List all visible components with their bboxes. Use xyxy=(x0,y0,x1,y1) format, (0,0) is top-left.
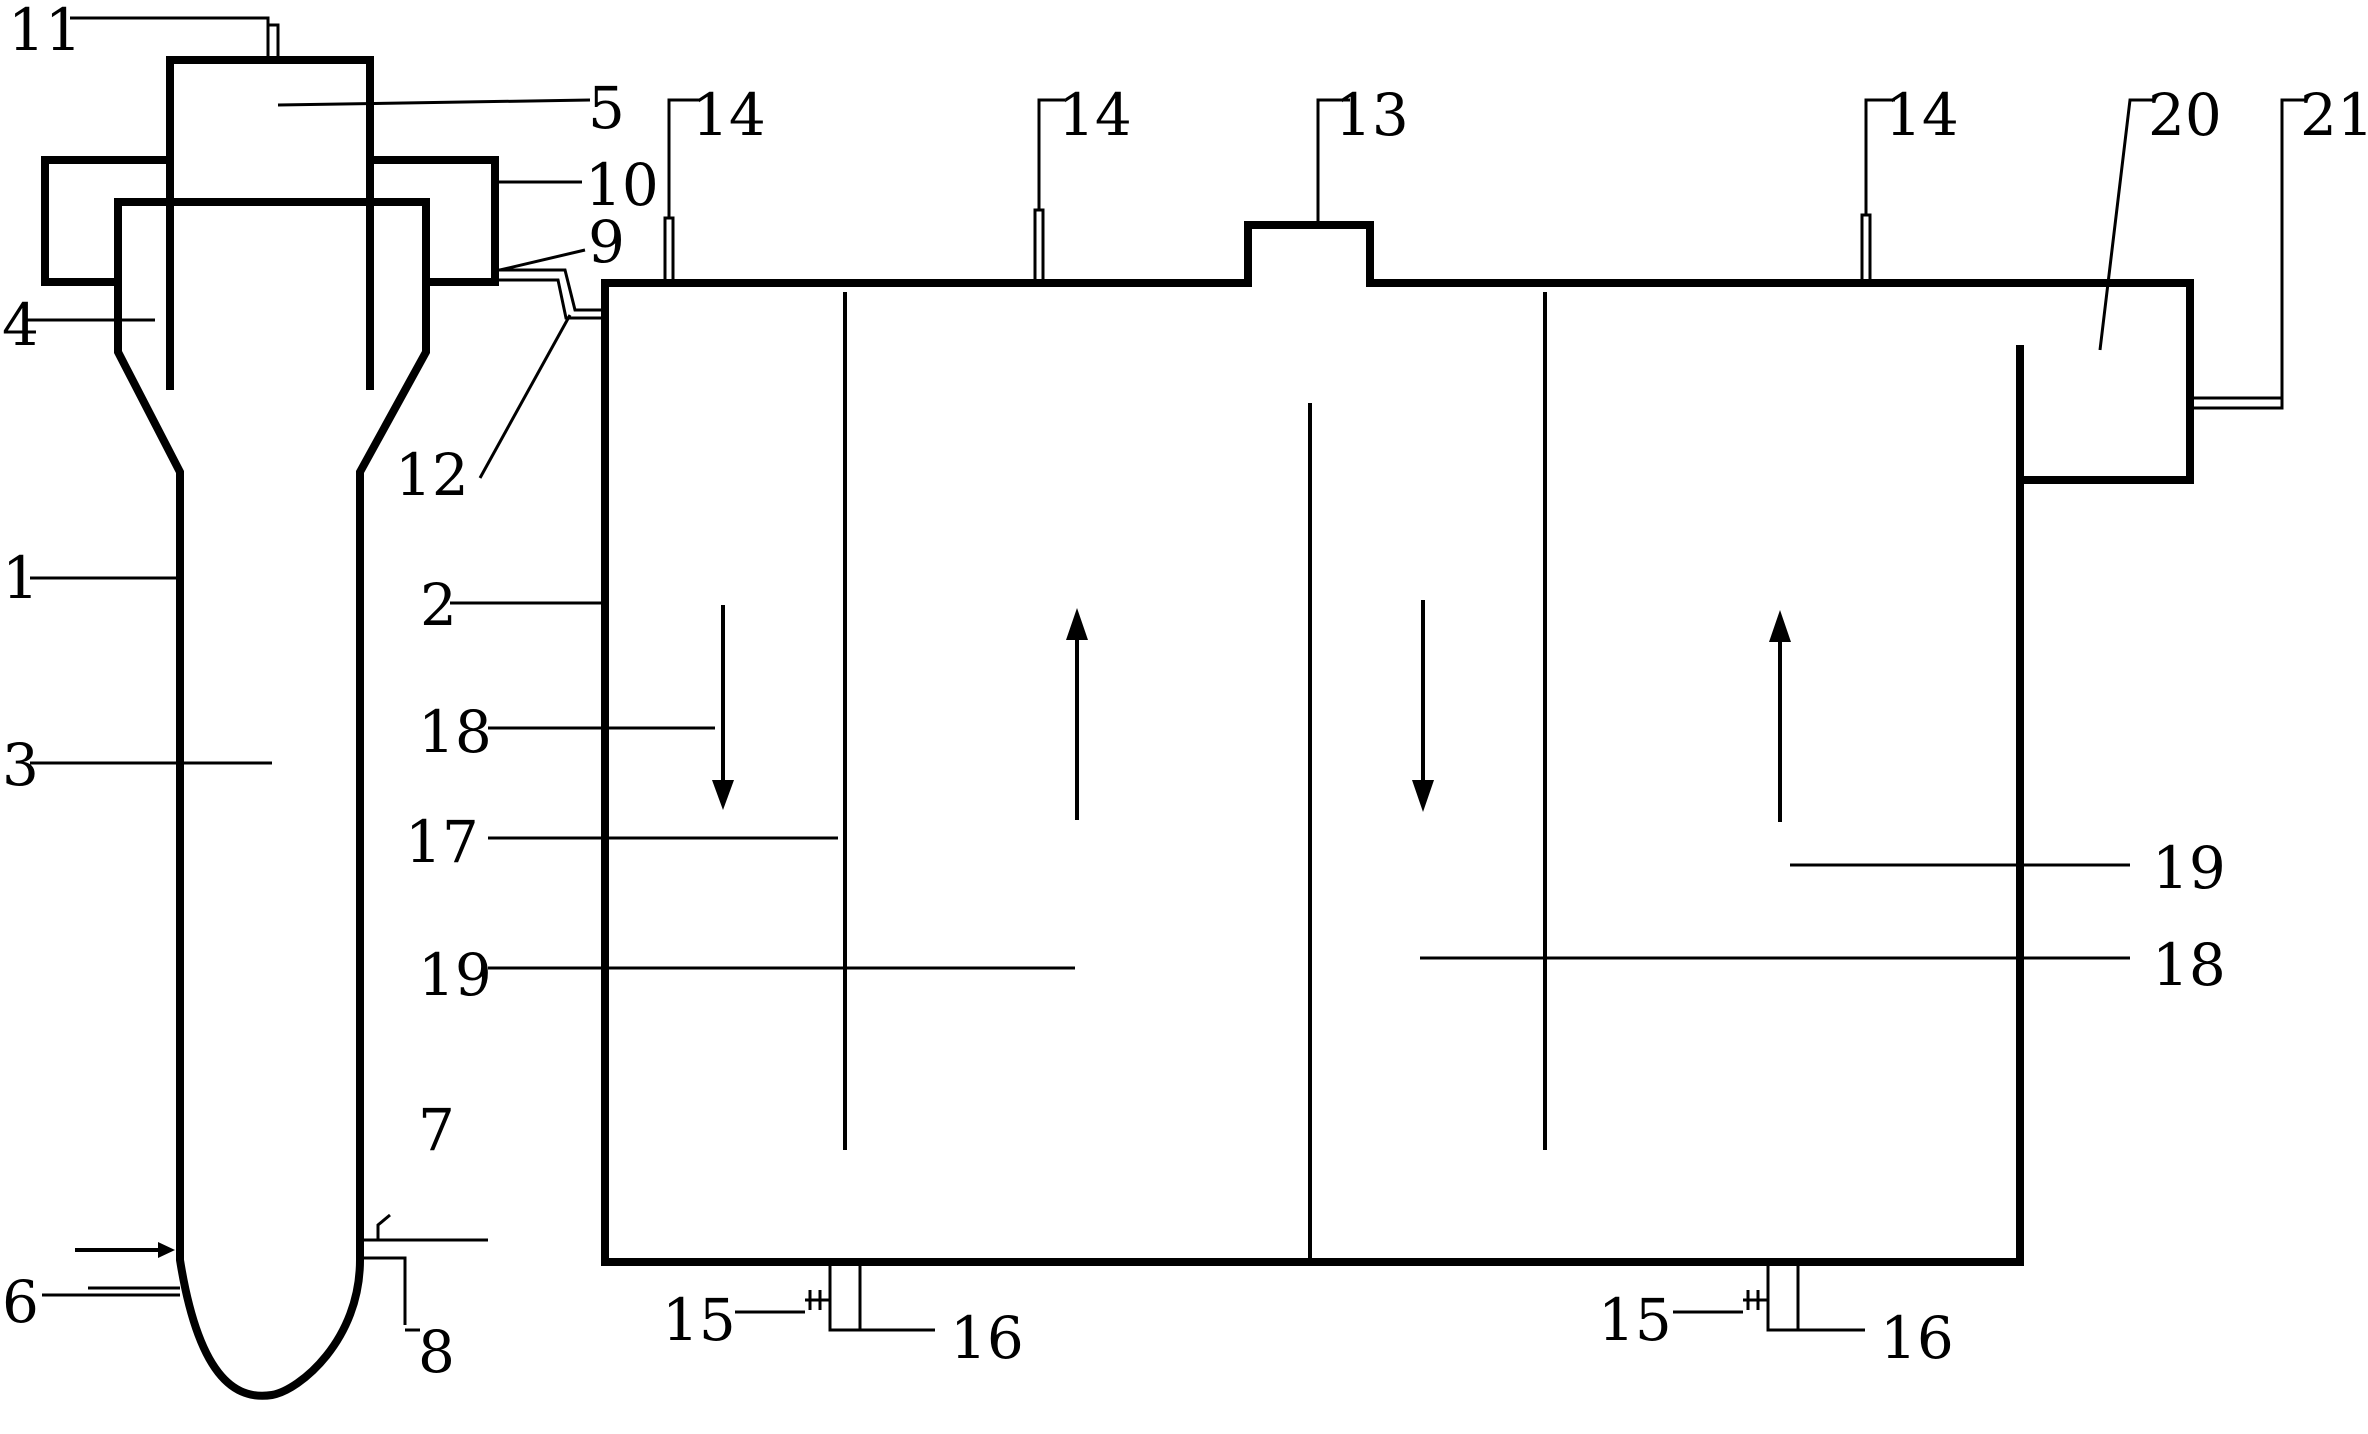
label-18-right: 18 xyxy=(2152,931,2226,999)
label-10: 10 xyxy=(585,151,659,219)
inlet-arrow-head xyxy=(158,1242,175,1258)
vent-14-middle xyxy=(1033,208,1045,285)
port-7 xyxy=(362,1213,395,1242)
label-15-right: 15 xyxy=(1598,1286,1672,1354)
tank-outline xyxy=(601,221,2194,1266)
label-9: 9 xyxy=(588,208,625,276)
label-18-left: 18 xyxy=(418,698,492,766)
label-19-left: 19 xyxy=(418,941,492,1009)
drain-16-left xyxy=(828,1260,862,1332)
top-chamber-5 xyxy=(166,56,374,206)
label-14-left: 14 xyxy=(692,81,766,149)
label-11: 11 xyxy=(8,0,82,64)
label-15-left: 15 xyxy=(662,1286,736,1354)
port-8 xyxy=(362,1256,407,1325)
outlet-pipe-21 xyxy=(2190,396,2284,410)
label-4: 4 xyxy=(2,291,39,359)
flow-arrow-up-1-head xyxy=(1066,608,1088,640)
settling-tank-2 xyxy=(601,208,2284,1332)
vent-14-right xyxy=(1860,213,1872,285)
label-21: 21 xyxy=(2300,81,2368,149)
connecting-pipe-9 xyxy=(495,268,605,312)
label-14-middle: 14 xyxy=(1058,81,1132,149)
leader-lines xyxy=(25,16,2305,1332)
connecting-pipe-12 xyxy=(495,278,605,320)
label-2: 2 xyxy=(420,571,457,639)
label-14-right: 14 xyxy=(1885,81,1959,149)
label-5: 5 xyxy=(588,74,625,142)
label-7: 7 xyxy=(418,1096,455,1164)
label-1: 1 xyxy=(2,544,39,612)
labels: 11 5 10 9 4 12 1 2 3 7 6 8 14 14 13 14 2… xyxy=(2,0,2368,1386)
label-12: 12 xyxy=(395,441,469,509)
left-column-vessel xyxy=(41,23,499,1400)
inlet-6 xyxy=(88,1286,180,1297)
label-3: 3 xyxy=(2,731,39,799)
label-16-left: 16 xyxy=(950,1304,1024,1372)
vent-14-left xyxy=(663,216,675,285)
drain-16-right xyxy=(1766,1260,1800,1332)
label-19-right: 19 xyxy=(2152,834,2226,902)
label-20: 20 xyxy=(2148,81,2222,149)
label-6: 6 xyxy=(2,1268,39,1336)
flow-arrow-up-2-head xyxy=(1769,610,1791,642)
label-8: 8 xyxy=(418,1318,455,1386)
label-13: 13 xyxy=(1335,81,1409,149)
label-17: 17 xyxy=(405,808,479,876)
flow-arrow-down-1-head xyxy=(712,780,734,810)
flow-arrow-down-2-head xyxy=(1412,780,1434,812)
upper-vessel-4 xyxy=(114,198,430,1400)
valve-15-right xyxy=(1743,1290,1768,1310)
valve-15-left xyxy=(805,1290,830,1310)
label-16-right: 16 xyxy=(1880,1304,1954,1372)
